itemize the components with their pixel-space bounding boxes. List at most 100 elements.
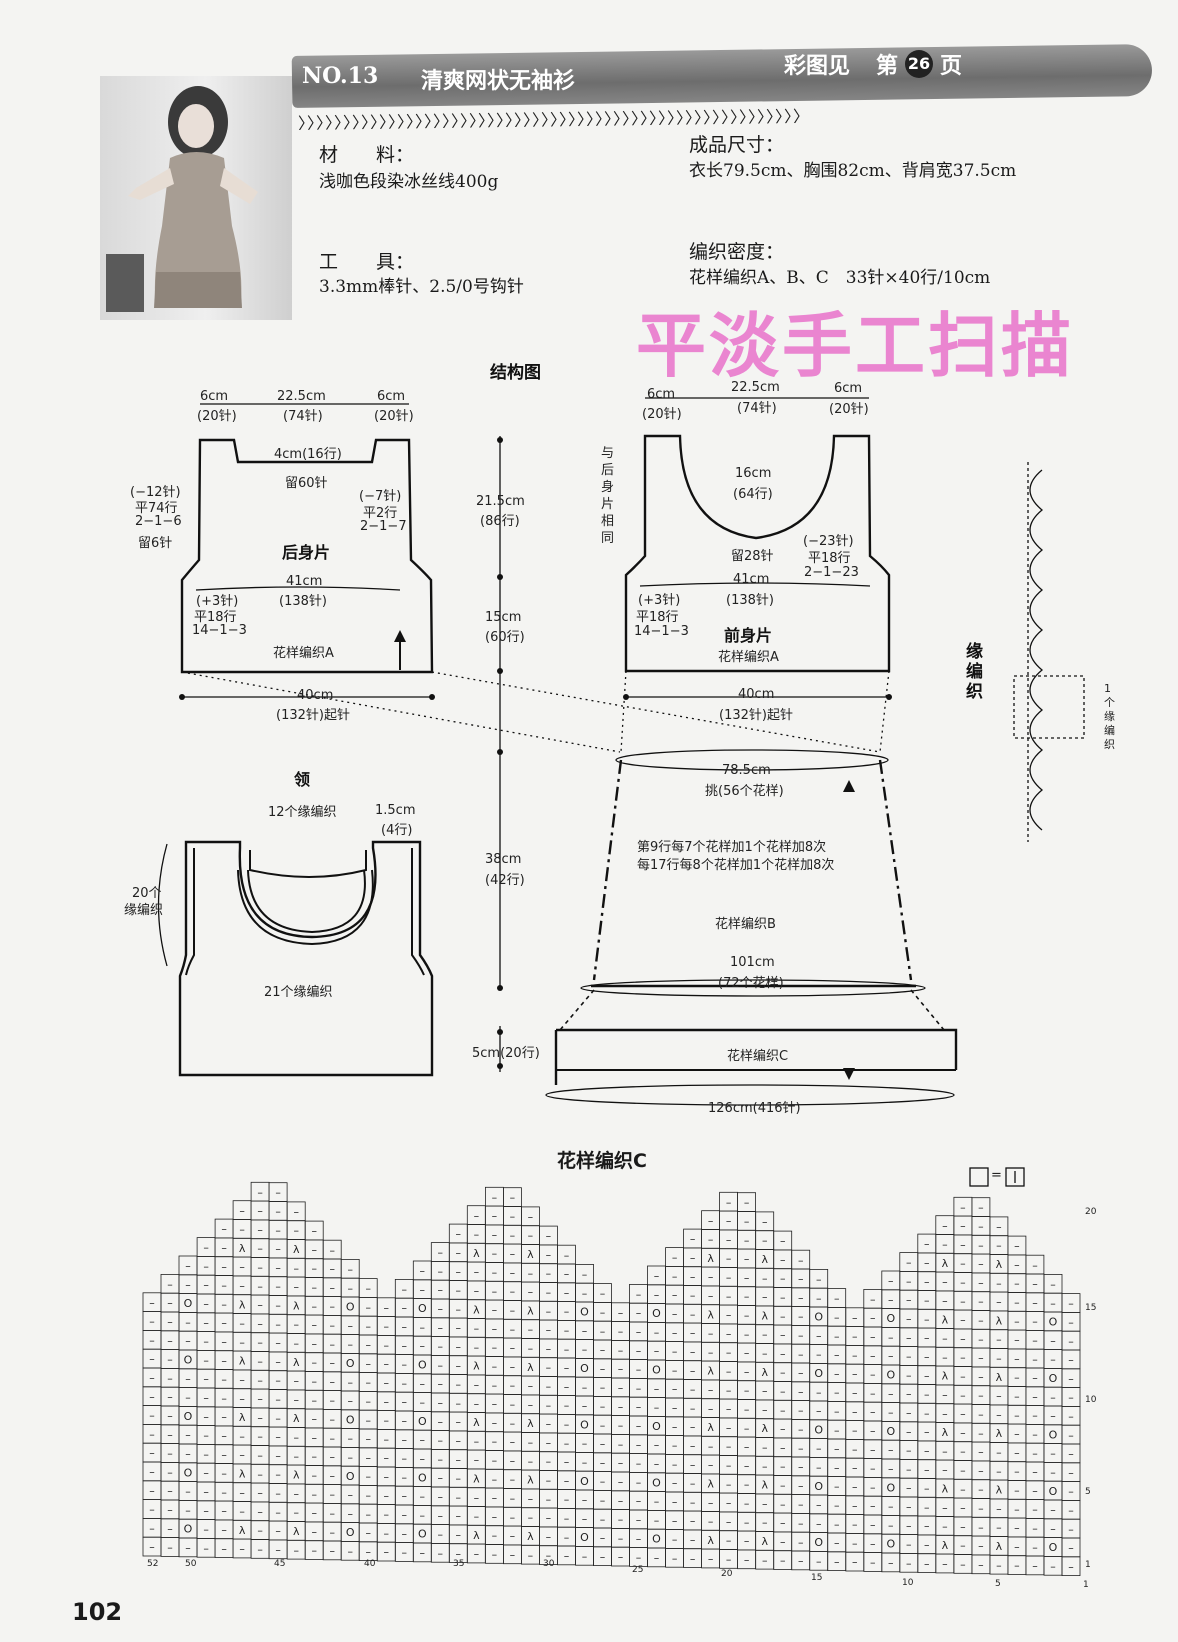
chart-stitch-symbol: –	[978, 1558, 984, 1571]
front-dec-2: 平18行	[808, 551, 851, 566]
chart-cell	[521, 1206, 540, 1227]
chart-stitch-symbol: –	[347, 1263, 353, 1276]
chart-stitch-symbol: –	[834, 1443, 840, 1456]
chart-stitch-symbol: –	[329, 1244, 335, 1257]
chart-stitch-symbol: λ	[707, 1252, 714, 1265]
collar-piece-outline	[178, 840, 434, 1077]
chart-stitch-symbol: λ	[996, 1540, 1003, 1553]
gauge-label: 编织密度：	[689, 241, 785, 263]
chart-stitch-symbol: –	[257, 1430, 263, 1443]
skirt-bottom-sts: (72个花样)	[718, 976, 784, 991]
chart-stitch-symbol: –	[1014, 1540, 1020, 1553]
chart-stitch-symbol: λ	[707, 1478, 714, 1491]
chart-stitch-symbol: –	[690, 1383, 696, 1396]
color-ref-prefix: 彩图见	[784, 53, 851, 79]
chart-stitch-symbol: –	[203, 1316, 209, 1329]
chart-stitch-symbol: –	[762, 1215, 768, 1228]
chart-stitch-symbol: –	[510, 1548, 516, 1561]
chart-stitch-symbol: –	[636, 1476, 642, 1489]
chart-stitch-symbol: –	[546, 1530, 552, 1543]
chart-stitch-symbol: –	[257, 1543, 263, 1556]
chart-stitch-symbol: –	[834, 1386, 840, 1399]
back-inc-1: (+3针)	[196, 594, 239, 609]
chart-stitch-symbol: –	[492, 1210, 498, 1223]
color-ref-page-badge: 26	[905, 50, 933, 78]
chart-stitch-symbol: –	[906, 1350, 912, 1363]
chart-stitch-symbol: –	[1068, 1523, 1074, 1536]
chart-stitch-symbol: –	[708, 1214, 714, 1227]
chart-stitch-symbol: –	[203, 1373, 209, 1386]
chart-stitch-symbol: –	[456, 1284, 462, 1297]
chart-stitch-symbol: –	[456, 1378, 462, 1391]
chart-stitch-symbol: λ	[996, 1371, 1003, 1384]
chart-stitch-symbol: –	[492, 1228, 498, 1241]
chart-stitch-symbol: –	[185, 1542, 191, 1555]
chart-stitch-symbol: λ	[761, 1309, 768, 1322]
chart-stitch-symbol: –	[1050, 1297, 1056, 1310]
chart-stitch-symbol: –	[402, 1471, 408, 1484]
chart-stitch-symbol: –	[996, 1333, 1002, 1346]
chart-stitch-symbol: –	[293, 1262, 299, 1275]
chart-stitch-symbol: λ	[996, 1314, 1003, 1327]
chart-stitch-symbol: –	[329, 1300, 335, 1313]
model-photo	[100, 76, 292, 320]
front-pattern: 花样编织A	[718, 650, 779, 665]
chart-stitch-symbol: –	[600, 1325, 606, 1338]
chart-stitch-symbol: –	[420, 1377, 426, 1390]
chart-stitch-symbol: –	[870, 1537, 876, 1550]
chart-stitch-symbol: –	[870, 1293, 876, 1306]
skirt-top: 78.5cm	[722, 763, 771, 778]
chart-stitch-symbol: –	[474, 1322, 480, 1335]
legend-empty-cell	[969, 1167, 989, 1187]
chart-stitch-symbol: λ	[707, 1534, 714, 1547]
chart-stitch-symbol: –	[1050, 1410, 1056, 1423]
collar-neck-count: 12个缘编织	[268, 805, 337, 820]
chart-stitch-symbol: –	[203, 1410, 209, 1423]
chart-stitch-symbol: –	[564, 1550, 570, 1563]
chart-stitch-symbol: –	[888, 1350, 894, 1363]
chart-stitch-symbol: –	[996, 1296, 1002, 1309]
chart-stitch-symbol: –	[456, 1435, 462, 1448]
chart-stitch-symbol: –	[924, 1332, 930, 1345]
chart-stitch-symbol: –	[420, 1265, 426, 1278]
back-inc-2: 平18行	[194, 610, 237, 625]
chart-stitch-symbol: –	[438, 1378, 444, 1391]
chart-stitch-symbol: –	[275, 1355, 281, 1368]
back-top-left-sts: (20针)	[197, 409, 237, 424]
chart-stitch-symbol: –	[456, 1303, 462, 1316]
chart-stitch-symbol: –	[149, 1315, 155, 1328]
chart-stitch-symbol: –	[726, 1497, 732, 1510]
chart-stitch-symbol: –	[1014, 1371, 1020, 1384]
chart-stitch-symbol: –	[960, 1389, 966, 1402]
chart-stitch-symbol: –	[996, 1352, 1002, 1365]
chart-stitch-symbol: –	[744, 1309, 750, 1322]
chart-stitch-symbol: –	[636, 1420, 642, 1433]
chart-stitch-symbol: –	[888, 1387, 894, 1400]
chart-stitch-symbol: –	[329, 1375, 335, 1388]
chart-stitch-symbol: –	[1068, 1354, 1074, 1367]
collar-side-1: 20个	[132, 886, 162, 901]
chart-stitch-symbol: –	[924, 1238, 930, 1251]
chart-stitch-symbol: –	[185, 1429, 191, 1442]
chart-stitch-symbol: –	[293, 1318, 299, 1331]
chart-stitch-symbol: O	[886, 1538, 895, 1551]
chart-stitch-symbol: –	[293, 1337, 299, 1350]
chart-stitch-symbol: –	[221, 1505, 227, 1518]
chart-stitch-symbol: –	[438, 1397, 444, 1410]
chart-stitch-symbol: –	[347, 1319, 353, 1332]
back-pattern: 花样编织A	[273, 646, 334, 661]
materials-label: 材 料：	[319, 144, 415, 166]
chart-stitch-symbol: –	[347, 1395, 353, 1408]
chart-stitch-symbol: –	[492, 1191, 498, 1204]
legend-k-cell	[1005, 1167, 1025, 1187]
chart-stitch-symbol: –	[365, 1527, 371, 1540]
chart-stitch-symbol: –	[456, 1247, 462, 1260]
chart-stitch-symbol: –	[780, 1310, 786, 1323]
chart-stitch-symbol: –	[582, 1437, 588, 1450]
legend-equals: =	[991, 1168, 1002, 1183]
chart-stitch-symbol: –	[420, 1453, 426, 1466]
chart-stitch-symbol: –	[960, 1464, 966, 1477]
front-top-left: 6cm	[647, 387, 676, 402]
chart-stitch-symbol: O	[886, 1481, 895, 1494]
chart-stitch-symbol: –	[1050, 1278, 1056, 1291]
